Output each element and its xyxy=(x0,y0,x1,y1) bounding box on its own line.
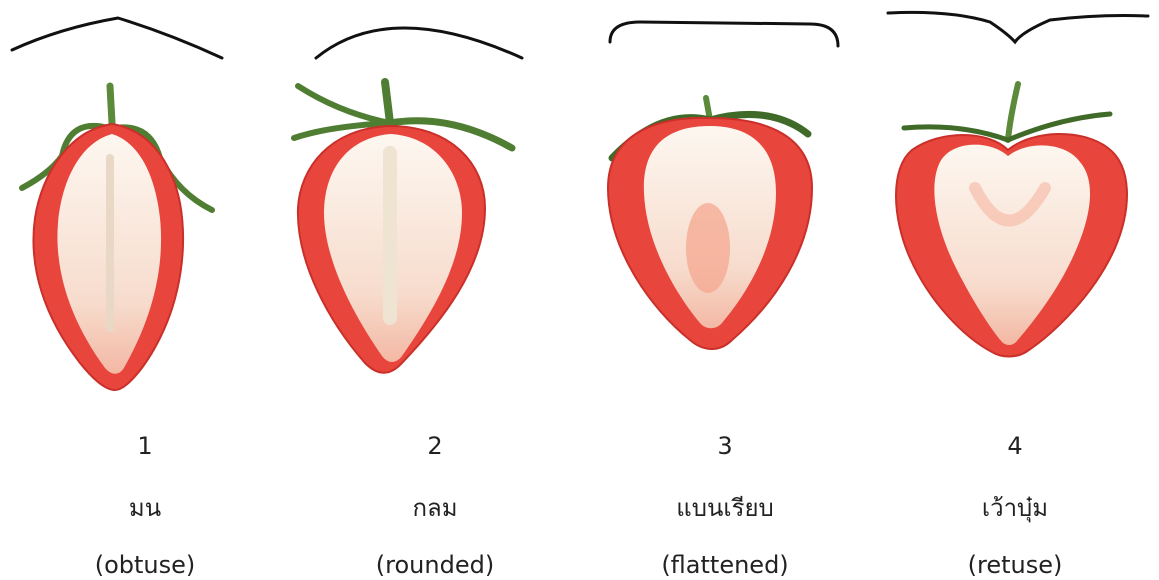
item-thai-label: กลม xyxy=(290,493,580,523)
item-number: 2 xyxy=(290,431,580,461)
retuse-strawberry-image xyxy=(870,78,1159,398)
item-number: 1 xyxy=(0,431,290,461)
item-thai-label: มน xyxy=(0,493,290,523)
item-number: 4 xyxy=(870,431,1159,461)
item-english-label: (flattened) xyxy=(580,550,870,580)
retuse-outline-sketch xyxy=(870,6,1159,66)
item-english-label: (retuse) xyxy=(870,550,1159,580)
item-number: 3 xyxy=(580,431,870,461)
obtuse-outline-sketch xyxy=(0,6,290,66)
flattened-strawberry-image xyxy=(580,78,870,398)
strawberry-panel-rounded: 2 กลม (rounded) xyxy=(290,0,580,580)
rounded-outline-sketch xyxy=(290,6,580,66)
item-thai-label: แบนเรียบ xyxy=(580,493,870,523)
strawberry-panel-obtuse: 1 มน (obtuse) xyxy=(0,0,290,580)
flattened-outline-sketch xyxy=(580,6,870,66)
strawberry-panel-flattened: 3 แบนเรียบ (flattened) xyxy=(580,0,870,580)
obtuse-strawberry-image xyxy=(0,78,290,398)
rounded-strawberry-image xyxy=(290,78,580,398)
item-thai-label: เว้าบุ๋ม xyxy=(870,493,1159,523)
strawberry-panel-retuse: 4 เว้าบุ๋ม (retuse) xyxy=(870,0,1159,580)
item-english-label: (rounded) xyxy=(290,550,580,580)
item-english-label: (obtuse) xyxy=(0,550,290,580)
